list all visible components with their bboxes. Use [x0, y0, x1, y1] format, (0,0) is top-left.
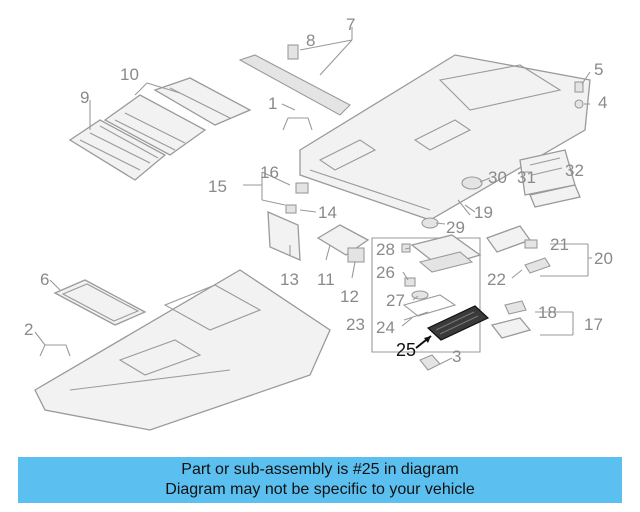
clip-3	[419, 354, 441, 371]
bulb-21	[524, 239, 538, 249]
lamp-30	[461, 176, 483, 190]
headliner-upper	[299, 54, 591, 221]
callout-6: 6	[40, 270, 49, 289]
callout-11: 11	[317, 270, 335, 289]
callout-32: 32	[565, 161, 584, 180]
clip-5	[574, 81, 584, 93]
callout-20: 20	[594, 249, 613, 268]
callout-4: 4	[598, 93, 607, 112]
socket-22	[524, 257, 551, 274]
headliner-lower	[34, 269, 331, 431]
callout-23: 23	[346, 315, 365, 334]
callout-30: 30	[488, 168, 507, 187]
callout-7: 7	[346, 15, 355, 34]
grab-handle-1	[282, 117, 313, 131]
screw-4	[574, 99, 584, 109]
map-light-20	[485, 225, 532, 253]
info-banner: Part or sub-assembly is #25 in diagram D…	[18, 457, 622, 503]
wire-19	[457, 199, 471, 216]
lamp-bulb-27	[411, 290, 429, 300]
callout-28: 28	[376, 240, 395, 259]
leader-lines	[34, 27, 592, 365]
overhead-console-cover	[529, 184, 581, 208]
callout-5: 5	[594, 60, 603, 79]
callout-15: 15	[208, 177, 227, 196]
dome-light-group-23	[371, 234, 482, 353]
grab-handle-2	[39, 344, 71, 357]
callout-18: 18	[538, 303, 557, 322]
holder-12	[347, 247, 365, 263]
callout-21: 21	[550, 235, 569, 254]
banner-line-2: Diagram may not be specific to your vehi…	[165, 481, 475, 498]
clip-14	[285, 204, 297, 214]
callout-1: 1	[268, 94, 277, 113]
callout-12: 12	[340, 287, 359, 306]
callout-14: 14	[318, 203, 337, 222]
lens-25-arrow	[415, 335, 432, 349]
callout-29: 29	[446, 218, 465, 237]
callout-27: 27	[386, 291, 405, 310]
callout-16: 16	[260, 163, 279, 182]
roof-rail-strip	[238, 54, 351, 116]
banner-line-1: Part or sub-assembly is #25 in diagram	[181, 461, 459, 478]
callout-24: 24	[376, 318, 395, 337]
callout-3: 3	[452, 347, 461, 366]
callout-22: 22	[487, 270, 506, 289]
callout-25-highlighted: 25	[396, 340, 416, 360]
callout-8: 8	[306, 31, 315, 50]
lens-18	[504, 300, 527, 315]
callout-2: 2	[24, 320, 33, 339]
sun-shade-panel-10	[103, 77, 252, 156]
clip-part	[287, 44, 299, 60]
callout-19: 19	[474, 203, 493, 222]
lamp-29	[421, 217, 439, 229]
callout-10: 10	[120, 65, 139, 84]
bracket-16	[295, 182, 309, 194]
callout-9: 9	[80, 88, 89, 107]
callout-13: 13	[280, 270, 299, 289]
lens-25-highlighted	[426, 305, 490, 341]
sun-visor-13	[267, 210, 301, 262]
courtesy-light-17	[490, 317, 532, 339]
callout-31: 31	[517, 168, 536, 187]
lamp-lens-26	[404, 277, 416, 287]
callout-17: 17	[584, 315, 603, 334]
parts-diagram: 7 8 10 9 1 5 4 16 15 14 13 11 12 30 31 3…	[24, 15, 613, 431]
callout-26: 26	[376, 263, 395, 282]
sunroof-frame-6	[53, 279, 147, 326]
